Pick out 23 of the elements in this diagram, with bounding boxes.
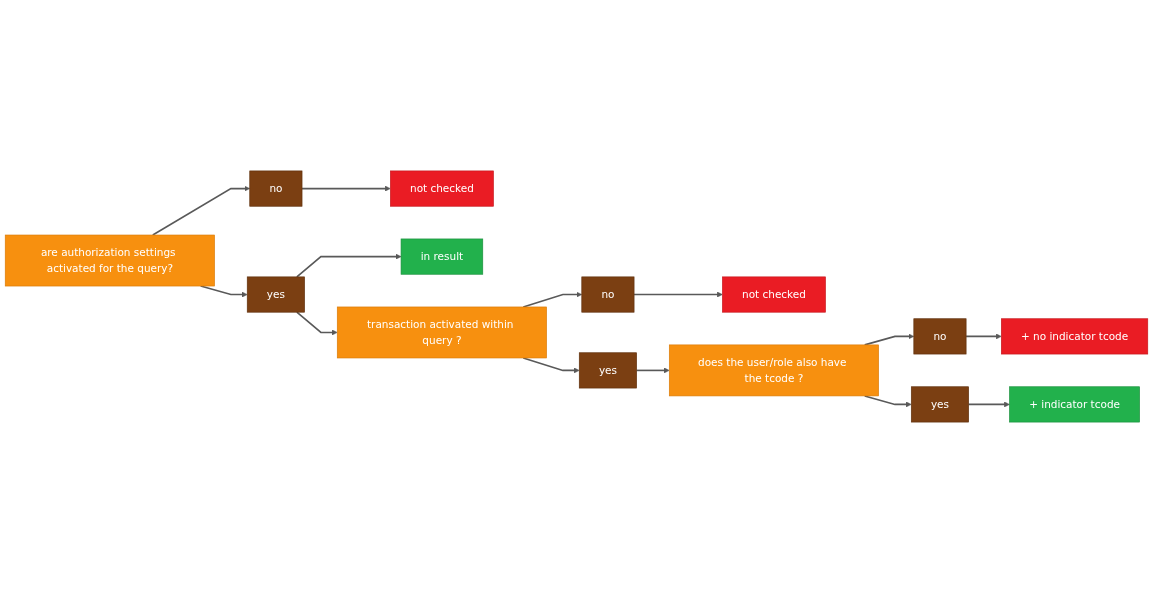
arrow — [296, 311, 338, 336]
node-box: not checked — [390, 170, 494, 207]
arrow — [522, 357, 580, 374]
node-box: + indicator tcode — [1009, 386, 1140, 423]
arrow — [965, 333, 1002, 340]
node-box: transaction activated within query ? — [336, 306, 547, 359]
arrow — [301, 185, 391, 192]
arrow — [296, 253, 402, 278]
node-box: no — [913, 318, 967, 355]
node-box: does the user/role also have the tcode ? — [668, 344, 879, 397]
arrow — [633, 291, 723, 298]
node-box: + no indicator tcode — [1001, 318, 1149, 355]
node-box: no — [249, 170, 303, 207]
node-box: yes — [910, 386, 969, 423]
arrow — [967, 401, 1010, 408]
node-box: no — [581, 276, 635, 313]
node-box: yes — [246, 276, 305, 313]
node-box: not checked — [722, 276, 826, 313]
node-box: in result — [400, 238, 484, 275]
node-box: are authorization settings activated for the query? — [4, 234, 215, 287]
arrow — [151, 185, 250, 236]
node-box: yes — [578, 352, 637, 389]
arrow — [635, 367, 670, 374]
